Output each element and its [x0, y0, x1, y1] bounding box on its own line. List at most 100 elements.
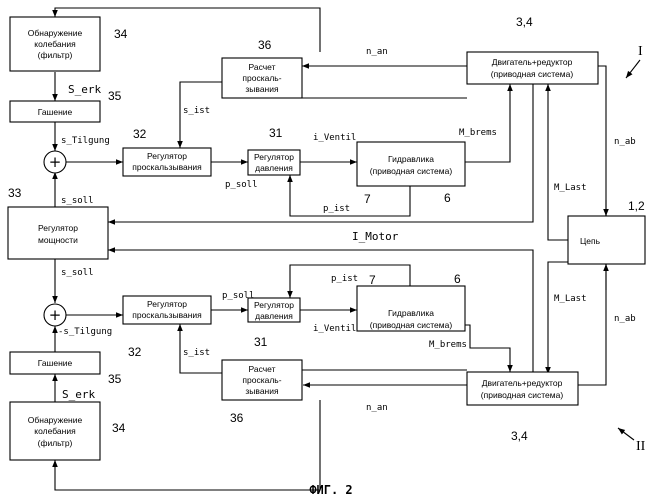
signal-label: M_Last: [554, 294, 587, 304]
ref-number: 36: [230, 411, 244, 425]
signal-label: S_erk: [68, 83, 101, 96]
block-label-line: колебания: [34, 39, 76, 49]
system-marker-I: I: [626, 44, 643, 78]
block-label-line: колебания: [34, 426, 76, 436]
ref-number: 34: [114, 27, 128, 41]
signal-label: M_Last: [554, 183, 587, 193]
signal-label: p_ist: [331, 274, 358, 284]
system-marker-II: II: [618, 428, 646, 454]
block-label-line: Двигатель+редуктор: [482, 378, 563, 388]
block-slip-regulator-top: Регулятор проскальзывания: [123, 148, 211, 176]
block-oscillation-detection-bot: Обнаружение колебания (фильтр): [10, 402, 100, 460]
pointer-arrow: [618, 428, 634, 440]
block-pressure-regulator-bot: Регулятор давления: [248, 298, 300, 322]
block-label-line: (приводная система): [481, 390, 564, 400]
block-hydraulics-top: Гидравлика (приводная система): [357, 142, 465, 186]
line-hydr-to-motor-bot: [465, 325, 510, 372]
ref-number: 33: [8, 186, 22, 200]
block-label: Гашение: [38, 358, 73, 368]
line-mlast-bot: [548, 262, 568, 374]
ref-number: 35: [108, 372, 122, 386]
block-label-line: проскаль-: [242, 375, 281, 385]
block-label-line: (фильтр): [38, 50, 73, 60]
ref-number: 6: [454, 272, 461, 286]
ref-number: 3,4: [511, 429, 528, 443]
block-label-line: проскаль-: [242, 73, 281, 83]
line-nab-bot: [578, 262, 614, 385]
block-label-line: проскальзывания: [132, 162, 202, 172]
block-damping-top: Гашение: [10, 101, 100, 122]
block-label-line: давления: [255, 163, 293, 173]
signal-label: i_Ventil: [313, 324, 356, 334]
signal-label: n_an: [366, 47, 388, 57]
signal-label: s_soll: [61, 268, 94, 278]
block-label-line: давления: [255, 311, 293, 321]
block-power-regulator: Регулятор мощности: [8, 207, 108, 259]
signal-label: M_brems: [429, 340, 467, 350]
signal-label: i_Ventil: [313, 133, 356, 143]
ref-number: 34: [112, 421, 126, 435]
ref-number: 6: [444, 191, 451, 205]
line-mlast-top: [548, 84, 568, 240]
block-label-line: Расчет: [248, 62, 275, 72]
ref-number: 1,2: [628, 199, 645, 213]
block-label-line: зывания: [245, 84, 279, 94]
block-label-line: (приводная система): [370, 320, 453, 330]
block-slip-regulator-bot: Регулятор проскальзывания: [123, 296, 211, 324]
block-label-line: мощности: [38, 235, 78, 245]
block-label-line: Регулятор: [254, 300, 294, 310]
ref-number: 32: [128, 345, 142, 359]
signal-label: p_soll: [222, 291, 255, 301]
block-label-line: Обнаружение: [28, 415, 83, 425]
signal-label: n_an: [366, 403, 388, 413]
summing-junction-bot: +: [44, 304, 66, 326]
block-label: Гашение: [38, 107, 73, 117]
signal-label: s_soll: [61, 196, 94, 206]
summing-junction-top: +: [44, 151, 66, 173]
ref-number: 31: [269, 126, 283, 140]
signal-label: -s_Tilgung: [58, 327, 112, 337]
block-slip-calculation-bot: Расчет проскаль- зывания: [222, 360, 302, 400]
block-label-line: (приводная система): [491, 69, 574, 79]
block-oscillation-detection-top: Обнаружение колебания (фильтр): [10, 17, 100, 71]
block-label-line: (фильтр): [38, 438, 73, 448]
ref-number: 35: [108, 89, 122, 103]
line-hydr-to-motor-top: [465, 84, 510, 162]
signal-label: s_ist: [183, 348, 210, 358]
signal-label: I_Motor: [352, 230, 399, 243]
block-label-line: (приводная система): [370, 166, 453, 176]
roman-label: I: [638, 44, 643, 59]
figure-caption: ФИГ. 2: [309, 483, 352, 497]
block-hydraulics-bot: Гидравлика (приводная система): [357, 286, 465, 331]
block-label-line: зывания: [245, 386, 279, 396]
signal-label: n_ab: [614, 137, 636, 147]
signal-labels: S_erk s_Tilgung s_ist p_soll i_Ventil M_…: [58, 47, 636, 413]
block-motor-gearbox-bot: Двигатель+редуктор (приводная система): [467, 372, 578, 405]
ref-number: 32: [133, 127, 147, 141]
block-label-line: Расчет: [248, 364, 275, 374]
signal-label: p_soll: [225, 180, 258, 190]
ref-number: 36: [258, 38, 272, 52]
line-nab-top: [598, 66, 614, 216]
block-damping-bot: Гашение: [10, 352, 100, 374]
sum-symbol: +: [49, 153, 62, 171]
block-label-line: Регулятор: [254, 152, 294, 162]
block-label-line: Регулятор: [147, 151, 187, 161]
signal-label: s_ist: [183, 106, 210, 116]
ref-number: 31: [254, 335, 268, 349]
block-label-line: Гидравлика: [388, 308, 434, 318]
block-label-line: Регулятор: [38, 223, 78, 233]
roman-label: II: [636, 439, 646, 454]
block-motor-gearbox-top: Двигатель+редуктор (приводная система): [467, 52, 598, 84]
block-label-line: Регулятор: [147, 299, 187, 309]
block-label-line: Гидравлика: [388, 154, 434, 164]
ref-number: 3,4: [516, 15, 533, 29]
block-label-line: проскальзывания: [132, 310, 202, 320]
signal-label: S_erk: [62, 388, 95, 401]
block-label-line: Двигатель+редуктор: [492, 57, 573, 67]
block-label: Цепь: [580, 236, 601, 246]
signal-label: M_brems: [459, 128, 497, 138]
ref-number: 7: [369, 273, 376, 287]
ref-number: 7: [364, 192, 371, 206]
